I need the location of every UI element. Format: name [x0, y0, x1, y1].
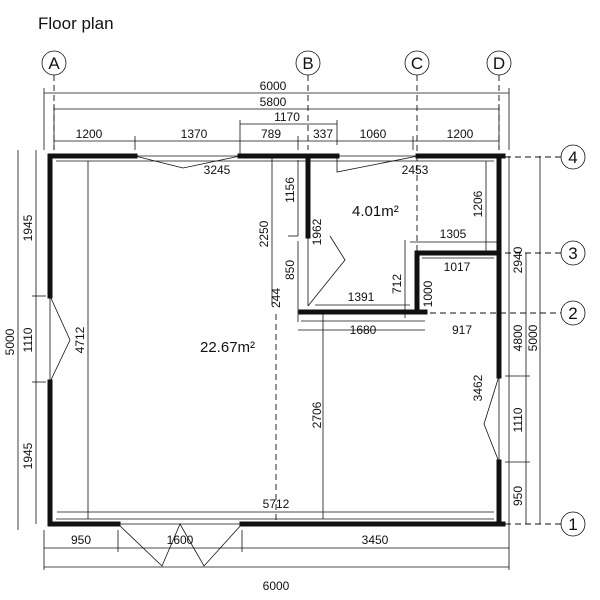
dim-1962: 1962	[310, 218, 324, 245]
room-area-main: 22.67m²	[200, 339, 255, 356]
dim-850: 850	[283, 260, 297, 280]
dim-left-4712: 4712	[73, 326, 87, 353]
outer-walls	[47, 153, 506, 527]
inner-dim-lines	[17, 150, 541, 530]
dim-712: 712	[390, 274, 404, 294]
dim-top-5800: 5800	[260, 95, 287, 109]
grid-axis-1: 1	[505, 511, 586, 537]
dim-bottom-lines	[43, 530, 510, 570]
dim-top-6000: 6000	[260, 79, 287, 93]
dim-left-1945-bottom: 1945	[21, 442, 35, 469]
dim-right-3462: 3462	[471, 374, 485, 401]
svg-text:4: 4	[568, 148, 577, 167]
dim-top-1200-right: 1200	[447, 127, 474, 141]
dim-bottom-6000: 6000	[263, 579, 290, 593]
dim-2706: 2706	[310, 401, 324, 428]
dim-1156: 1156	[283, 177, 297, 203]
dim-window-3245: 3245	[204, 163, 231, 177]
dim-top-789: 789	[261, 127, 281, 141]
svg-text:2: 2	[568, 304, 577, 323]
dim-top-1060: 1060	[360, 127, 387, 141]
dim-right-5000: 5000	[526, 324, 540, 351]
dim-top-1170: 1170	[274, 110, 300, 124]
dim-bottom-950: 950	[71, 533, 91, 547]
dim-1000: 1000	[421, 280, 435, 307]
dim-244: 244	[269, 288, 283, 308]
dim-right-4800: 4800	[511, 324, 525, 351]
svg-text:1: 1	[568, 515, 577, 534]
dim-window-2453: 2453	[402, 163, 429, 177]
dim-right-1206: 1206	[471, 190, 485, 217]
dim-top-lines	[43, 88, 510, 155]
dim-1305: 1305	[440, 227, 467, 241]
dim-left-5000: 5000	[3, 328, 17, 355]
plan-title: Floor plan	[38, 14, 114, 33]
window-left	[49, 295, 71, 383]
dim-1680: 1680	[350, 323, 377, 337]
grid-axis-2: 2	[430, 300, 586, 326]
dim-1391: 1391	[348, 290, 375, 304]
dim-bottom-1600: 1600	[167, 533, 194, 547]
outer-walls-inner-face	[56, 160, 494, 520]
dim-inner-5712: 5712	[263, 497, 290, 511]
dim-left-1110: 1110	[21, 327, 35, 352]
window-top-right	[336, 155, 419, 173]
dim-right-1110: 1110	[511, 407, 525, 432]
svg-text:C: C	[411, 54, 423, 73]
svg-text:B: B	[302, 54, 313, 73]
dim-917: 917	[452, 323, 472, 337]
dim-top-1200-left: 1200	[76, 127, 103, 141]
window-right	[483, 375, 500, 463]
grid-axis-b: B	[295, 50, 321, 150]
interior-walls	[298, 153, 502, 315]
dim-2250: 2250	[257, 220, 271, 247]
dim-right-950: 950	[511, 486, 525, 506]
window-top-left	[134, 155, 241, 169]
dim-left-1945-top: 1945	[21, 214, 35, 241]
svg-text:D: D	[493, 54, 505, 73]
dim-bottom-3450: 3450	[362, 533, 389, 547]
dim-right-2940: 2940	[511, 246, 525, 273]
room-area-side: 4.01m²	[352, 203, 399, 220]
svg-text:A: A	[48, 54, 60, 73]
svg-text:3: 3	[568, 244, 577, 263]
dim-top-1370: 1370	[181, 127, 208, 141]
dim-top-337: 337	[313, 127, 333, 141]
grid-axis-4: 4	[505, 144, 586, 170]
dim-1017: 1017	[444, 260, 471, 274]
interior-door	[307, 235, 346, 307]
grid-axis-3: 3	[505, 240, 586, 266]
door-bottom	[117, 523, 243, 567]
